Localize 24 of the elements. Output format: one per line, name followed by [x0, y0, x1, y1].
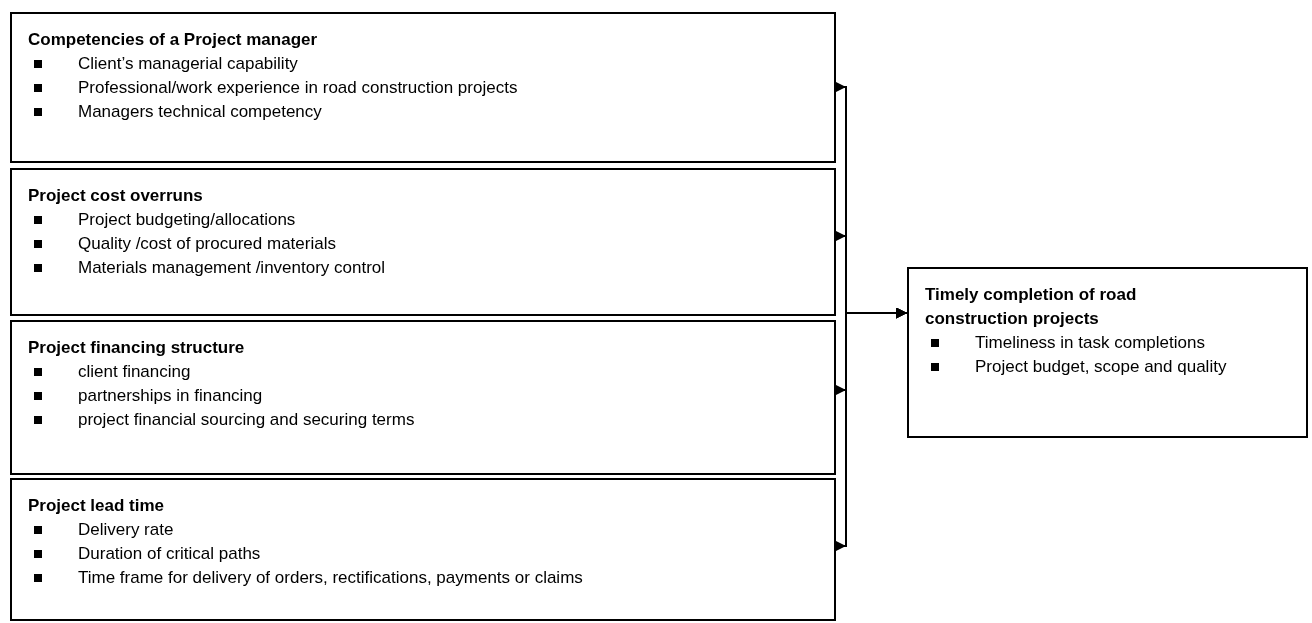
bullet-text: Delivery rate	[78, 520, 174, 539]
factor-box	[10, 12, 836, 163]
bullet-text: Managers technical competency	[78, 102, 322, 121]
box-heading: Project financing structure	[28, 337, 245, 359]
bullet-text: Project budgeting/allocations	[78, 210, 296, 229]
bullet-text: Professional/work experience in road construction projects	[78, 78, 518, 97]
bullet-text: Client’s managerial capability	[78, 54, 298, 73]
factor-box	[10, 320, 836, 475]
bullet-text: Project budget, scope and quality	[975, 357, 1227, 376]
bullet-text: project financial sourcing and securing terms	[78, 410, 415, 429]
bullet-text: client financing	[78, 362, 191, 381]
bullet-text: Time frame for delivery of orders, rectifications, payments or claims	[78, 568, 583, 587]
box-heading: Project cost overruns	[28, 185, 203, 207]
factor-box	[10, 478, 836, 621]
box-heading: Competencies of a Project manager	[28, 29, 318, 51]
factor-box	[10, 168, 836, 316]
box-heading: Timely completion of road construction projects	[925, 284, 1138, 330]
bullet-text: Quality /cost of procured materials	[78, 234, 336, 253]
bullet-text: partnerships in financing	[78, 386, 263, 405]
box-heading: Project lead time	[28, 495, 165, 517]
factor-box	[907, 267, 1308, 438]
bullet-text: Duration of critical paths	[78, 544, 261, 563]
bullet-text: Timeliness in task completions	[975, 333, 1205, 352]
bullet-text: Materials management /inventory control	[78, 258, 386, 277]
